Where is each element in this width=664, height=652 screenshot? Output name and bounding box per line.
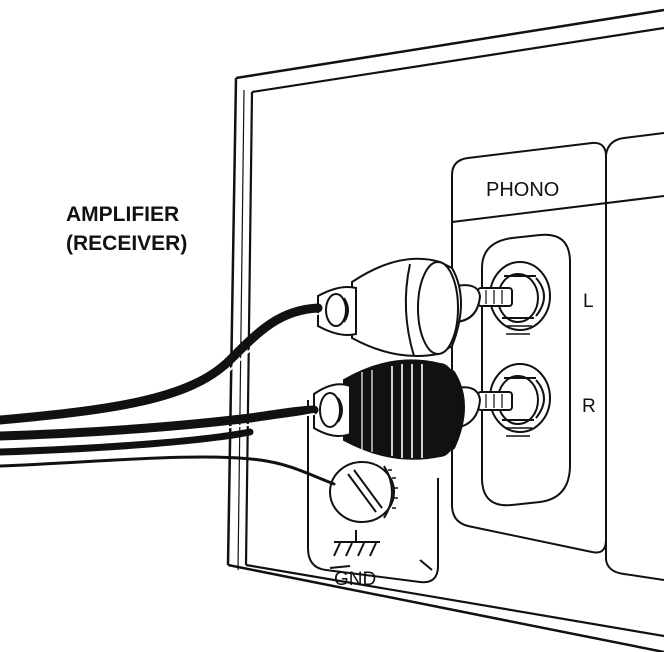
device-label-line1: AMPLIFIER [66,203,179,226]
diagram-labels: AMPLIFIER (RECEIVER) PHONO L R GND [66,179,596,590]
left-rca-plug [317,257,513,357]
audio-cables [0,303,336,486]
ground-label: GND [334,569,376,590]
phono-input-block [307,132,664,584]
left-channel-label: L [583,291,594,312]
device-label-line2: (RECEIVER) [66,232,187,255]
amplifier-rear-panel [226,8,664,652]
ground-symbol [333,530,380,557]
left-phono-socket [489,261,551,335]
right-phono-socket [489,363,551,437]
right-rca-plug [313,359,513,460]
phono-input-label: PHONO [486,179,559,201]
right-channel-label: R [582,396,596,417]
ground-terminal [329,461,398,523]
